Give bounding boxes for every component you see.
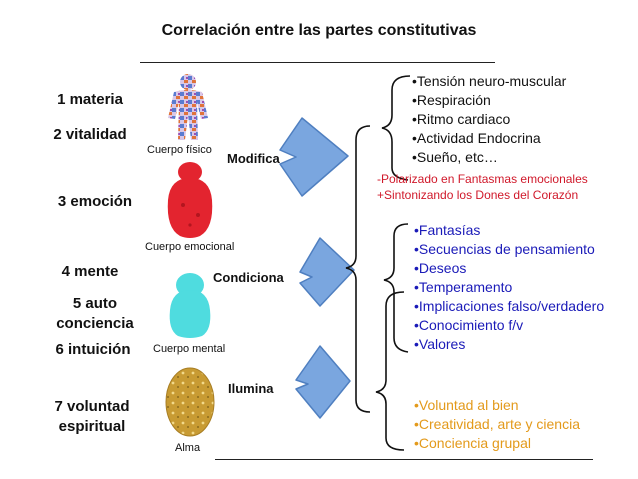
central-bracket bbox=[345, 125, 371, 413]
physical-effects-bracket bbox=[381, 75, 411, 181]
level-label-emocion: 3 emoción bbox=[57, 193, 133, 210]
physical-effects-list: •Tensión neuro-muscular •Respiración •Ri… bbox=[412, 72, 566, 167]
emotional-body-icon bbox=[167, 162, 213, 238]
level-label-voluntad-espiritual: 7 voluntad espiritual bbox=[54, 398, 130, 435]
level-label-vitalidad: 2 vitalidad bbox=[53, 126, 127, 143]
list-item: •Sueño, etc… bbox=[412, 149, 498, 165]
list-item: •Conocimiento f/v bbox=[414, 317, 524, 333]
physical-body-icon bbox=[168, 74, 208, 140]
list-item: •Temperamento bbox=[414, 279, 513, 295]
list-item: •Implicaciones falso/verdadero bbox=[414, 298, 605, 314]
body-label-emocional: Cuerpo emocional bbox=[145, 241, 235, 253]
emotional-note-positive: +Sintonizando los Dones del Corazón bbox=[377, 188, 579, 202]
list-item: •Respiración bbox=[412, 92, 491, 108]
list-item: •Deseos bbox=[414, 260, 467, 276]
emotional-note-negative: -Polarizado en Fantasmas emocionales bbox=[377, 172, 588, 186]
bottom-rule bbox=[215, 459, 593, 460]
soul-icon bbox=[165, 367, 215, 437]
verb-condiciona: Condiciona bbox=[213, 270, 284, 285]
condiciona-arrow-icon bbox=[299, 237, 355, 307]
list-item: •Valores bbox=[414, 336, 466, 352]
level-label-intuicion: 6 intuición bbox=[55, 341, 131, 358]
list-item: •Secuencias de pensamiento bbox=[414, 241, 595, 257]
body-label-alma: Alma bbox=[175, 442, 201, 454]
list-item: •Tensión neuro-muscular bbox=[412, 73, 567, 89]
soul-effects-bracket bbox=[375, 291, 405, 451]
list-item: •Ritmo cardiaco bbox=[412, 111, 511, 127]
ilumina-arrow-icon bbox=[295, 345, 351, 419]
list-item: •Fantasías bbox=[414, 222, 481, 238]
list-item: •Actividad Endocrina bbox=[412, 130, 541, 146]
level-label-materia: 1 materia bbox=[57, 91, 123, 108]
mental-effects-list: •Fantasías •Secuencias de pensamiento •D… bbox=[414, 221, 604, 354]
verb-modifica: Modifica bbox=[227, 151, 280, 166]
level-label-mente: 4 mente bbox=[61, 263, 119, 280]
title-underline bbox=[140, 62, 495, 63]
mental-effects-bracket bbox=[383, 223, 409, 353]
list-item: •Creatividad, arte y ciencia bbox=[414, 416, 580, 432]
level-label-autoconciencia: 5 auto conciencia bbox=[56, 295, 134, 332]
mental-body-icon bbox=[169, 273, 211, 338]
modifica-arrow-icon bbox=[279, 117, 349, 197]
list-item: •Conciencia grupal bbox=[414, 435, 531, 451]
list-item: •Voluntad al bien bbox=[414, 397, 519, 413]
body-label-fisico: Cuerpo físico bbox=[147, 144, 212, 156]
verb-ilumina: Ilumina bbox=[228, 381, 274, 396]
page-title: Correlación entre las partes constitutiv… bbox=[161, 22, 477, 39]
soul-effects-list: •Voluntad al bien •Creatividad, arte y c… bbox=[414, 396, 580, 453]
body-label-mental: Cuerpo mental bbox=[153, 343, 226, 355]
